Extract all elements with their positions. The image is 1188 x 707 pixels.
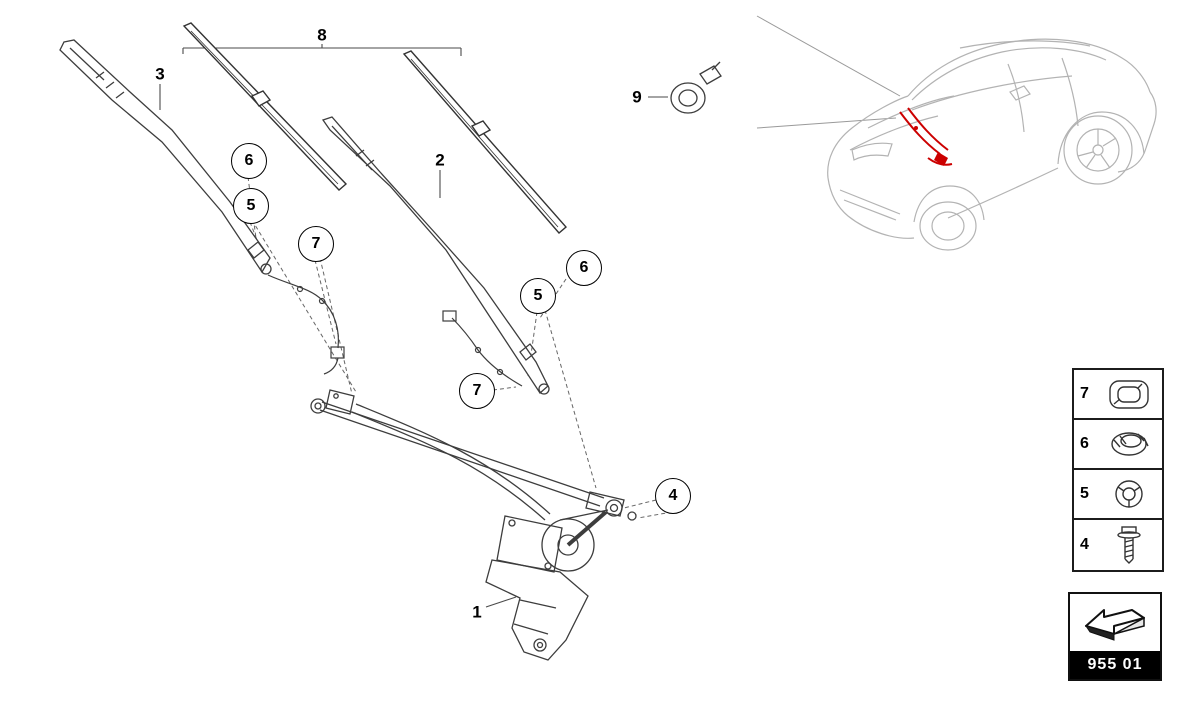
legend-item-6[interactable]: 6 xyxy=(1074,420,1162,470)
callout-4[interactable]: 4 xyxy=(655,478,691,514)
grommet-icon xyxy=(1109,380,1149,409)
direction-arrow-icon xyxy=(1070,594,1160,651)
callout-9[interactable]: 9 xyxy=(632,87,642,107)
callout-7-bottom[interactable]: 7 xyxy=(459,373,495,409)
legend-number: 6 xyxy=(1080,435,1089,452)
nut-icon xyxy=(1115,480,1143,508)
callout-5-right[interactable]: 5 xyxy=(520,278,556,314)
hardware-legend: 7 6 5 xyxy=(1072,368,1164,572)
callout-2[interactable]: 2 xyxy=(435,150,445,170)
diagram-group-thumbnail[interactable]: 955 01 xyxy=(1068,592,1162,681)
legend-number: 5 xyxy=(1080,485,1089,502)
cap-icon xyxy=(1111,432,1149,456)
callout-3[interactable]: 3 xyxy=(155,64,165,84)
callout-8[interactable]: 8 xyxy=(317,25,327,45)
wiper-location-highlight xyxy=(899,107,953,166)
callout-7-left[interactable]: 7 xyxy=(298,226,334,262)
legend-item-7[interactable]: 7 xyxy=(1074,370,1162,420)
callout-6-left[interactable]: 6 xyxy=(231,143,267,179)
legend-number: 7 xyxy=(1080,385,1089,402)
callout-1[interactable]: 1 xyxy=(472,602,482,622)
callout-6-right[interactable]: 6 xyxy=(566,250,602,286)
legend-number: 4 xyxy=(1080,536,1089,553)
legend-item-4[interactable]: 4 xyxy=(1074,520,1162,570)
bolt-icon xyxy=(1117,526,1141,564)
legend-item-5[interactable]: 5 xyxy=(1074,470,1162,520)
part-group-code: 955 01 xyxy=(1070,651,1160,679)
callout-5-left[interactable]: 5 xyxy=(233,188,269,224)
